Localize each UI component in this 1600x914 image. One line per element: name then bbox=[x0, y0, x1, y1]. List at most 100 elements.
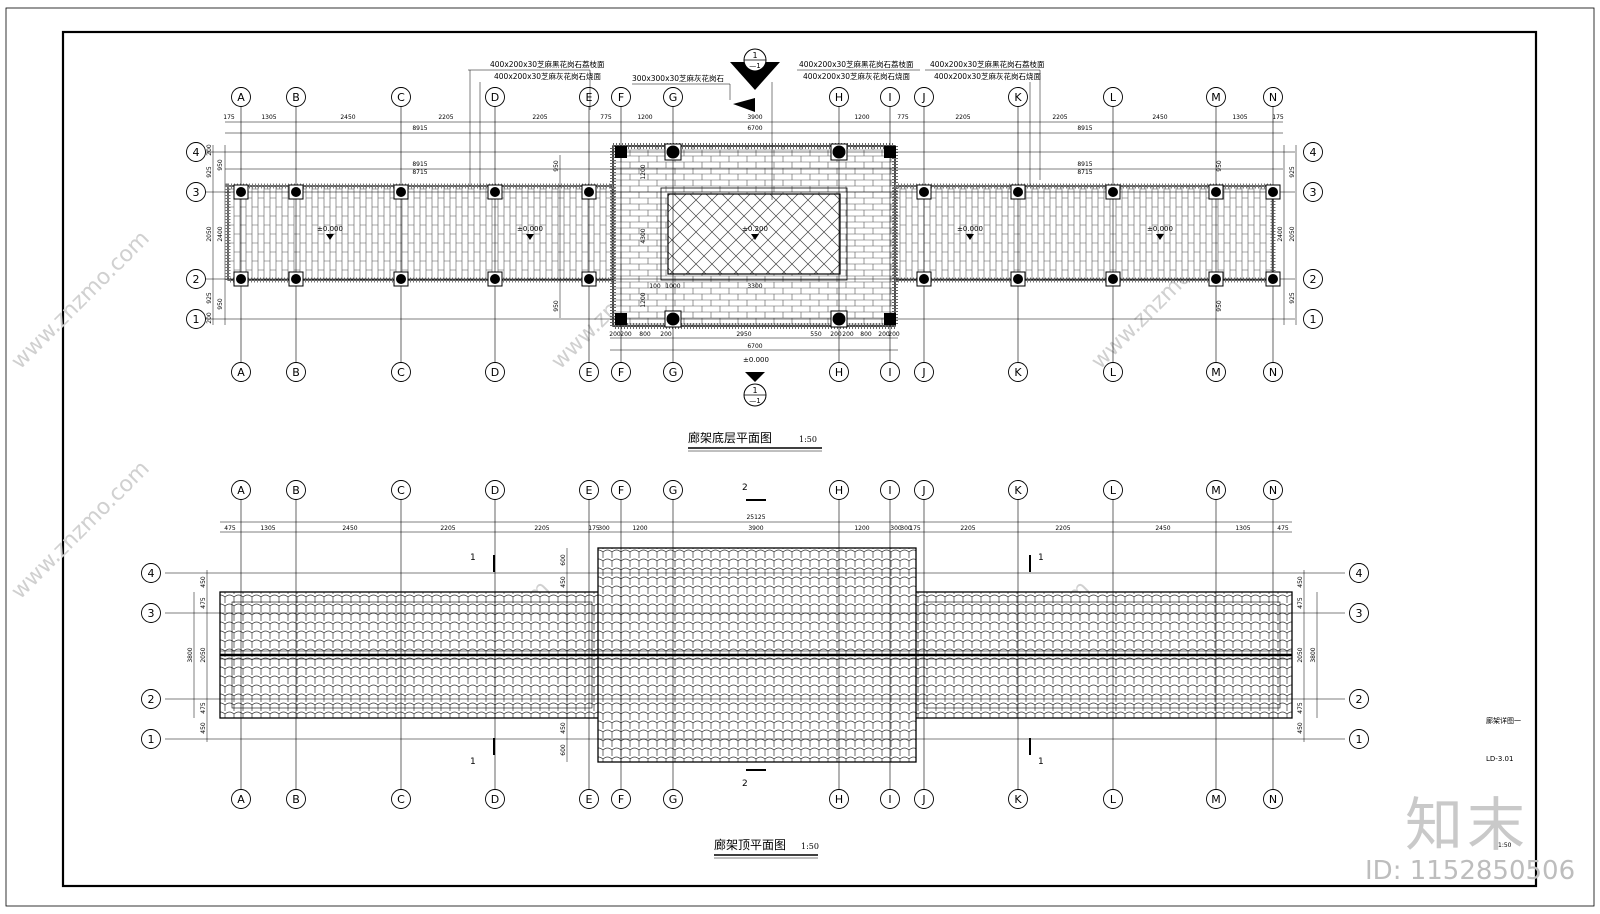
grid-bubble-l-label: L bbox=[1110, 484, 1117, 497]
roof-vertical-grid bbox=[240, 500, 1274, 790]
grid-bubble-a-label: A bbox=[237, 91, 245, 104]
dim: 450 bbox=[1297, 722, 1304, 734]
dim: 200 bbox=[830, 331, 842, 338]
grid-bubble-l: L bbox=[1103, 362, 1123, 382]
grid-bubble-h-label: H bbox=[835, 793, 843, 806]
right-paving bbox=[894, 185, 1274, 281]
grid-bubble-l-label: L bbox=[1110, 91, 1117, 104]
right-speckle-border bbox=[892, 183, 1276, 283]
material-note: 400x200x30芝麻灰花岗石烧面 bbox=[803, 71, 911, 81]
grid-bubble-g-label: G bbox=[669, 366, 678, 379]
grid-bubble-d: D bbox=[485, 87, 505, 107]
grid-bubble-m-label: M bbox=[1211, 91, 1221, 104]
watermark-url: www.znzmo.com bbox=[7, 456, 155, 604]
dim: 8915 bbox=[412, 125, 427, 132]
dim: 6700 bbox=[747, 125, 762, 132]
column bbox=[830, 143, 848, 161]
dim: 2050 bbox=[206, 226, 213, 241]
grid-bubble-f: F bbox=[611, 789, 631, 809]
grid-bubble-m-label: M bbox=[1211, 484, 1221, 497]
dim: 550 bbox=[810, 331, 822, 338]
level-label: ±0.200 bbox=[742, 225, 768, 233]
grid-bubble-4-label: 4 bbox=[148, 567, 155, 580]
grid-bubble-m-label: M bbox=[1211, 793, 1221, 806]
material-note: 400x200x30芝麻灰花岗石烧面 bbox=[934, 71, 1042, 81]
grid-bubble-h: H bbox=[829, 789, 849, 809]
grid-bubble-g: G bbox=[663, 87, 683, 107]
cut-label: 2 bbox=[742, 779, 748, 789]
grid-bubble-2-label: 2 bbox=[148, 693, 155, 706]
grid-bubble-e-label: E bbox=[586, 484, 593, 497]
level-label: ±0.000 bbox=[317, 225, 343, 233]
section-ref: —1 bbox=[749, 397, 760, 405]
grid-bubble-d-label: D bbox=[491, 793, 499, 806]
grid-bubble-3-label: 3 bbox=[193, 186, 200, 199]
grid-bubble-4-label: 4 bbox=[193, 146, 200, 159]
grid-bubble-a: A bbox=[231, 789, 251, 809]
grid-bubble-n-label: N bbox=[1269, 366, 1277, 379]
grid-bubble-d: D bbox=[485, 480, 505, 500]
dim: 6700 bbox=[747, 343, 762, 350]
column bbox=[1010, 271, 1026, 287]
dim: 475 bbox=[1297, 597, 1304, 609]
roof-title-text: 廊架顶平面图 bbox=[714, 837, 786, 852]
dim: 175 bbox=[588, 525, 600, 532]
grid-bubble-j: J bbox=[914, 789, 934, 809]
grid-bubble-a-label: A bbox=[237, 484, 245, 497]
grid-bubble-3: 3 bbox=[1349, 603, 1369, 623]
grid-bubble-c: C bbox=[391, 362, 411, 382]
dim: 300 bbox=[900, 525, 912, 532]
dim: 950 bbox=[217, 159, 224, 171]
grid-bubble-f: F bbox=[611, 87, 631, 107]
column bbox=[884, 146, 896, 158]
dim: 475 bbox=[224, 525, 236, 532]
level-label: ±0.000 bbox=[517, 225, 543, 233]
left-speckle-border bbox=[225, 183, 616, 283]
dim: 2205 bbox=[534, 525, 549, 532]
column bbox=[884, 313, 896, 325]
column bbox=[288, 271, 304, 287]
level-marks: ±0.000 ±0.000 ±0.200 ±0.000 ±0.000 ±0.00… bbox=[317, 225, 1173, 364]
grid-bubble-k: K bbox=[1008, 362, 1028, 382]
grid-bubble-j: J bbox=[914, 480, 934, 500]
dim: 950 bbox=[553, 300, 560, 312]
dim: 2205 bbox=[1052, 114, 1067, 121]
grid-bubble-j-label: J bbox=[921, 366, 925, 379]
dim: 1200 bbox=[632, 525, 647, 532]
grid-bubble-n: N bbox=[1263, 87, 1283, 107]
dim: 2050 bbox=[1297, 647, 1304, 662]
grid-bubble-4: 4 bbox=[186, 142, 206, 162]
dim: 4300 bbox=[640, 228, 647, 243]
column bbox=[916, 271, 932, 287]
column bbox=[1105, 184, 1121, 200]
grid-bubble-4-label: 4 bbox=[1310, 146, 1317, 159]
roof-title: 廊架顶平面图 1:50 bbox=[714, 837, 819, 859]
grid-bubble-d: D bbox=[485, 362, 505, 382]
dim: 450 bbox=[560, 576, 567, 588]
grid-bubble-k: K bbox=[1008, 87, 1028, 107]
left-paving bbox=[227, 185, 614, 281]
dim: 775 bbox=[600, 114, 612, 121]
grid-bubble-d-label: D bbox=[491, 484, 499, 497]
dim: 2450 bbox=[1155, 525, 1170, 532]
dim: 2450 bbox=[342, 525, 357, 532]
dim: 475 bbox=[200, 702, 207, 714]
cut-label: 1 bbox=[1038, 757, 1044, 767]
dim: 1305 bbox=[260, 525, 275, 532]
grid-bubble-2-label: 2 bbox=[1310, 273, 1317, 286]
dim: 950 bbox=[1216, 160, 1223, 172]
column bbox=[664, 143, 682, 161]
section-number: 1 bbox=[752, 51, 757, 60]
column bbox=[1265, 184, 1281, 200]
column bbox=[1105, 271, 1121, 287]
grid-bubble-3-label: 3 bbox=[1356, 607, 1363, 620]
grid-bubble-c-label: C bbox=[397, 484, 405, 497]
dim: 2950 bbox=[736, 331, 751, 338]
grid-bubble-k: K bbox=[1008, 789, 1028, 809]
grid-bubble-b-label: B bbox=[292, 793, 300, 806]
